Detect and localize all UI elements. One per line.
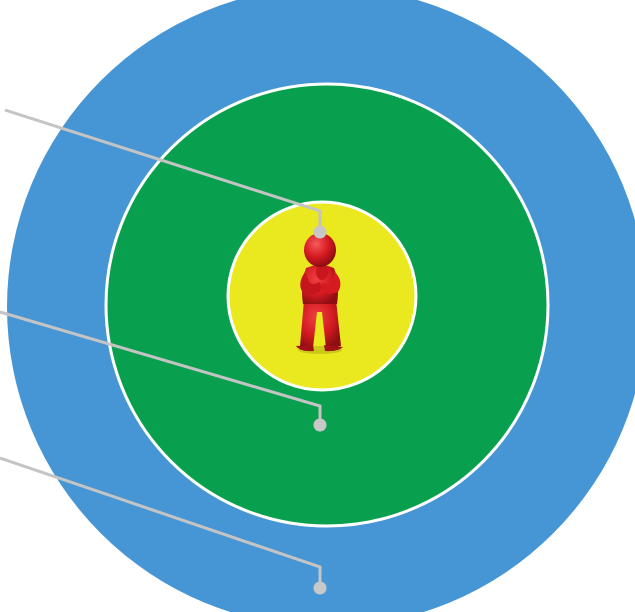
leader-dot xyxy=(314,419,327,432)
leader-dot xyxy=(314,582,327,595)
leader-dot xyxy=(314,226,327,239)
